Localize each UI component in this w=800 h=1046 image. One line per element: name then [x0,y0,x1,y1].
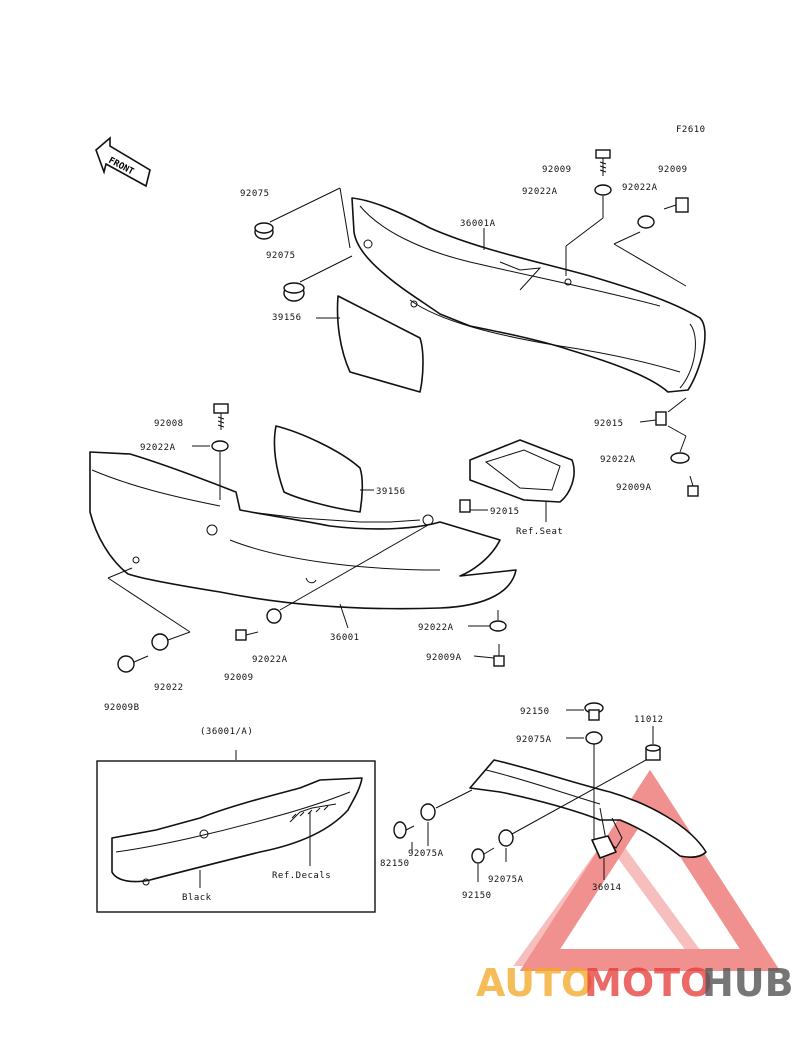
label-36001a: 36001A [460,219,496,229]
label-92022-low: 92022 [154,683,184,693]
grommet-92075-a [254,222,274,240]
label-92075a-mid: 92075A [408,849,444,859]
watermark-logo [513,769,781,971]
label-92015-right: 92015 [594,419,624,429]
grommet-92075a-low [498,829,514,847]
label-36014: 36014 [592,883,622,893]
label-92022a-mid: 92022A [418,623,454,633]
label-92075a-low: 92075A [488,875,524,885]
inset-cover-36001-a [111,777,363,886]
part-labels: 92009 92022A 92009 92022A 92075 92075 36… [104,165,688,903]
grommet-92075a-top [585,731,603,745]
label-92009-low: 92009 [224,673,254,683]
bolt-82150 [393,821,415,839]
label-92009-right: 92009 [658,165,688,175]
front-arrow-icon: FRONT [95,136,151,188]
watermark-text: AUTO MOTO HUB [476,961,794,1005]
label-92022a-right: 92022A [622,183,658,193]
side-cover-36001 [89,451,517,610]
watermark-moto: MOTO [584,961,712,1005]
bolt-92150-top [584,702,604,721]
inset-frame [96,760,376,913]
label-92075a-top: 92075A [516,735,552,745]
label-92075-a: 92075 [240,189,270,199]
label-36001: 36001 [330,633,360,643]
label-92150-low: 92150 [462,891,492,901]
leader-lines-rear [411,709,654,882]
label-ref-seat: Ref.Seat [516,527,563,537]
clip-92015-right [655,411,667,426]
bolt-92009a-right [687,475,699,497]
label-92009b: 92009B [104,703,140,713]
label-inset-title: (36001/A) [200,727,253,737]
pad-39156-mid [273,425,364,513]
label-92022a-top: 92022A [522,187,558,197]
label-92009a-right: 92009A [616,483,652,493]
label-ref-decals: Ref.Decals [272,871,331,881]
label-82150: 82150 [380,859,410,869]
side-cover-36001a [351,197,706,393]
label-92008: 92008 [154,419,184,429]
label-11012: 11012 [634,715,664,725]
label-92022a-low: 92022A [252,655,288,665]
seat-reference [469,439,575,503]
leader-lines [107,187,687,760]
washer-92022a-right2 [670,452,690,464]
pad-39156-top [336,295,424,393]
label-92009a-mid: 92009A [426,653,462,663]
label-92022a-right2: 92022A [600,455,636,465]
grommet-92075a-mid [420,803,436,821]
grommet-92075-b [283,282,305,302]
washer-92022a-right [637,215,655,229]
label-black: Black [182,893,212,903]
label-92015-mid: 92015 [490,507,520,517]
bolt-92009-right [663,197,689,213]
collar-11012 [645,744,661,761]
label-92009-top: 92009 [542,165,572,175]
bolt-92009-top [595,149,611,176]
watermark-auto: AUTO [476,961,593,1005]
label-92022a-left: 92022A [140,443,176,453]
label-92075-b: 92075 [266,251,296,261]
bolt-92150-low [471,847,495,864]
bolt-92009a-mid [493,644,505,667]
bolt-92009-low [235,629,259,641]
washer-92022a-low [266,608,282,624]
label-39156-mid: 39156 [376,487,406,497]
washer-92022a-top [594,184,612,196]
fitting-36014 [591,835,617,859]
watermark-hub: HUB [702,961,794,1005]
clip-92015-mid [459,499,471,513]
bolt-92009b [117,655,149,673]
washer-92022a-left [211,440,229,452]
label-39156-top: 39156 [272,313,302,323]
washer-92022-low [151,633,169,651]
figure-code: F2610 [676,125,706,135]
washer-92022a-mid [489,620,507,632]
guard-36014 [469,759,707,858]
label-92150-top: 92150 [520,707,550,717]
bolt-92008 [213,403,229,430]
